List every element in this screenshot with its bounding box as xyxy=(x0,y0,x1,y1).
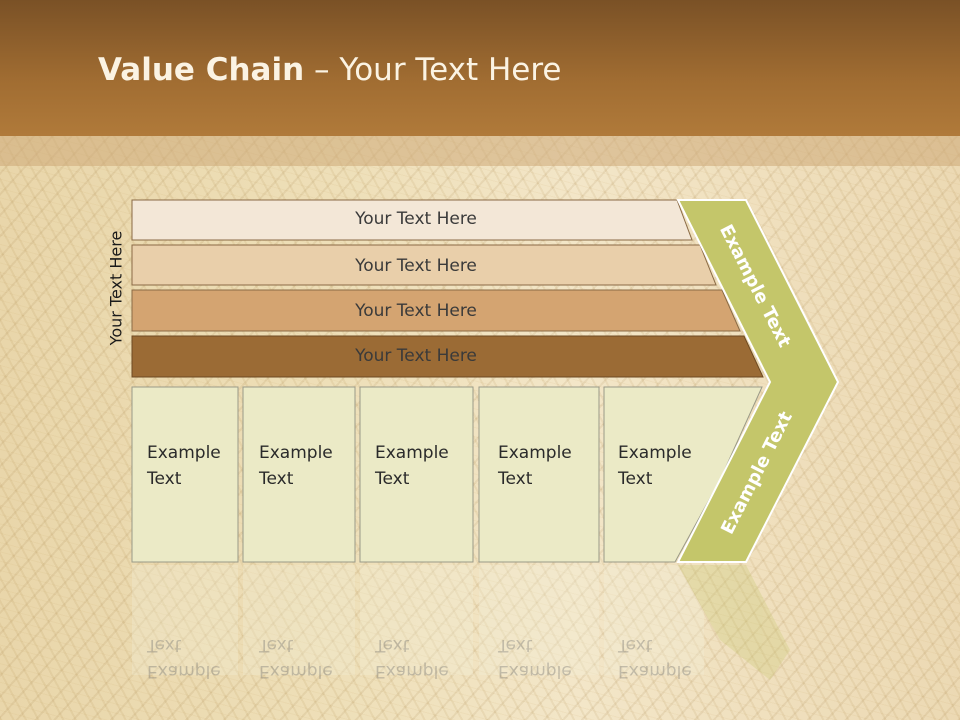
box-5-reflection xyxy=(604,565,704,675)
box-1-reflection-label: Example Text xyxy=(147,632,221,684)
box-3-reflection-line1: Example xyxy=(375,661,449,681)
box-2-reflection-line2: Text xyxy=(259,635,294,655)
slide-title: Value Chain – Your Text Here xyxy=(98,52,561,88)
box-3-reflection-line2: Text xyxy=(375,635,410,655)
box-1-reflection-line1: Example xyxy=(147,661,221,681)
row-3-label: Your Text Here xyxy=(355,301,477,321)
title-rest: – Your Text Here xyxy=(304,52,562,88)
row-1-label: Your Text Here xyxy=(355,209,477,229)
box-3-line2: Text xyxy=(375,469,410,489)
chevron-arrow[interactable] xyxy=(676,199,840,563)
box-4-reflection-line2: Text xyxy=(498,635,533,655)
box-1-line2: Text xyxy=(147,469,182,489)
box-2-reflection-label: Example Text xyxy=(259,632,333,684)
box-3-reflection-label: Example Text xyxy=(375,632,449,684)
title-bold: Value Chain xyxy=(98,52,305,88)
box-3-line1: Example xyxy=(375,443,449,463)
box-5-reflection-label: Example Text xyxy=(618,632,692,684)
box-4-line1: Example xyxy=(498,443,572,463)
chevron-reflection xyxy=(678,565,790,680)
box-2-reflection xyxy=(243,565,355,675)
box-1-reflection-line2: Text xyxy=(147,635,182,655)
box-4-reflection-label: Example Text xyxy=(498,632,572,684)
box-5-reflection-line2: Text xyxy=(618,635,653,655)
row-4-bar[interactable] xyxy=(131,335,764,378)
box-1[interactable] xyxy=(131,386,239,563)
box-4-line2: Text xyxy=(498,469,533,489)
box-5-reflection-line1: Example xyxy=(618,661,692,681)
box-2-line2: Text xyxy=(259,469,294,489)
box-5-line1: Example xyxy=(618,443,692,463)
row-4-label: Your Text Here xyxy=(355,346,477,366)
box-1-reflection xyxy=(132,565,238,675)
row-2-label: Your Text Here xyxy=(355,256,477,276)
box-2[interactable] xyxy=(242,386,356,563)
row-3-bar[interactable] xyxy=(131,289,741,332)
box-2-reflection-line1: Example xyxy=(259,661,333,681)
box-4-reflection xyxy=(479,565,599,675)
box-3-reflection xyxy=(360,565,473,675)
row-2-bar[interactable] xyxy=(131,244,717,286)
reflection xyxy=(132,565,790,680)
box-3[interactable] xyxy=(359,386,474,563)
box-2-line1: Example xyxy=(259,443,333,463)
box-5[interactable] xyxy=(603,386,763,563)
box-4-reflection-line1: Example xyxy=(498,661,572,681)
box-5-line2: Text xyxy=(618,469,653,489)
row-1-bar[interactable] xyxy=(131,199,693,241)
box-1-line1: Example xyxy=(147,443,221,463)
box-4[interactable] xyxy=(478,386,600,563)
header-band xyxy=(0,136,960,166)
header-bar xyxy=(0,0,960,136)
